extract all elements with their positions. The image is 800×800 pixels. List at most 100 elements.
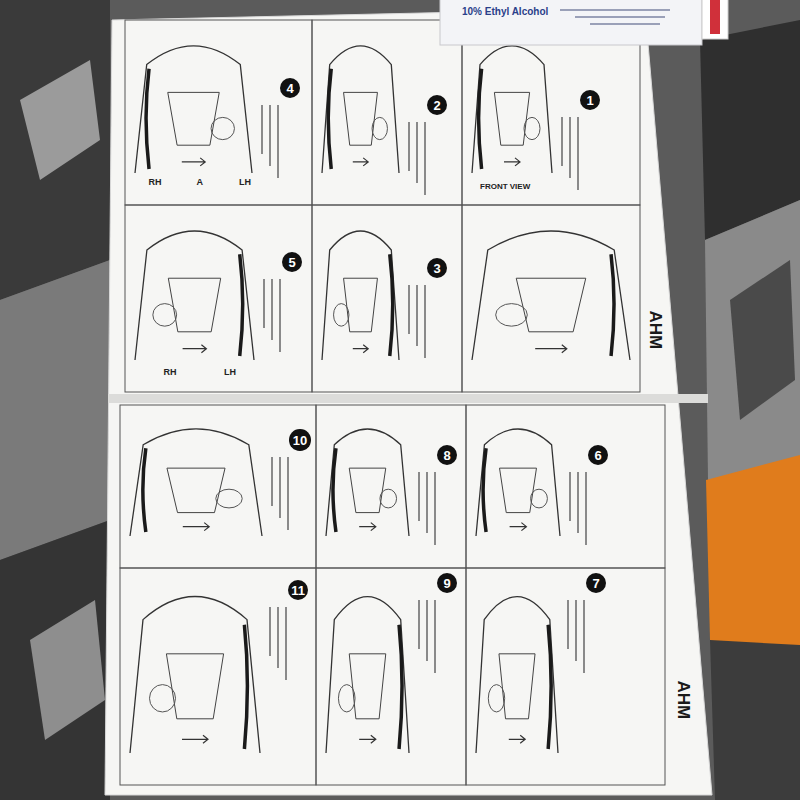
- hand-sketch: [211, 117, 234, 139]
- fabric-patch: [0, 260, 110, 560]
- fabric-patch: [0, 520, 110, 800]
- direction-arrow: [183, 345, 207, 353]
- instruction-text-line: [285, 607, 287, 680]
- label-text: RH: [149, 177, 162, 187]
- step-number-text: 9: [443, 577, 450, 590]
- inner-panel: [494, 92, 529, 145]
- windshield-outline: [326, 429, 409, 536]
- panel-border: [466, 568, 665, 785]
- instruction-text-line: [279, 457, 281, 518]
- label-text: LH: [224, 367, 236, 377]
- label-text: A: [197, 177, 204, 187]
- hand-sketch: [488, 685, 504, 712]
- windshield-outline: [135, 46, 252, 173]
- step-number-text: 4: [286, 82, 293, 95]
- windshield-outline: [322, 231, 399, 360]
- step-number-text: 10: [293, 434, 307, 447]
- foam-tape: [240, 254, 243, 356]
- instruction-text-line: [426, 600, 428, 661]
- instruction-text-line: [269, 607, 271, 656]
- foam-tape: [333, 448, 336, 532]
- panel-border: [316, 568, 466, 785]
- foam-tape: [548, 625, 551, 749]
- step-number: 4: [280, 78, 300, 98]
- hand-sketch: [216, 489, 242, 508]
- foam-tape: [244, 625, 247, 749]
- panel-border: [120, 405, 316, 568]
- step-panel: [312, 205, 462, 392]
- step-number: 7: [586, 573, 606, 593]
- step-number-text: 6: [594, 449, 601, 462]
- instruction-text-line: [424, 122, 426, 195]
- side-label: LH: [224, 367, 236, 377]
- direction-arrow: [509, 735, 525, 743]
- fabric-patch: [30, 600, 105, 740]
- instruction-text-line: [577, 117, 579, 190]
- fabric-patch: [0, 0, 110, 300]
- windshield-outline: [472, 231, 630, 360]
- instruction-text-line: [434, 600, 436, 673]
- step-panel: [125, 20, 312, 205]
- panel-border: [125, 20, 312, 205]
- brand-logo: AHM: [673, 680, 693, 719]
- panel-border: [120, 568, 316, 785]
- instruction-text-line: [585, 472, 587, 545]
- step-number-text: 7: [592, 577, 599, 590]
- instruction-text-line: [277, 607, 279, 668]
- side-label: LH: [239, 177, 251, 187]
- inner-panel: [167, 468, 225, 512]
- step-panel: [316, 568, 466, 785]
- fabric-patch: [730, 260, 795, 420]
- hand-sketch: [496, 304, 528, 327]
- windshield-outline: [476, 429, 560, 536]
- view-label: FRONT VIEW: [480, 182, 530, 191]
- step-number-text: 2: [433, 99, 440, 112]
- windshield-outline: [135, 231, 254, 360]
- direction-arrow: [504, 158, 520, 166]
- instruction-text-line: [426, 472, 428, 533]
- packet-print: [560, 9, 670, 11]
- step-panel: [312, 20, 462, 205]
- instruction-text-line: [263, 279, 265, 328]
- windshield-outline: [326, 597, 409, 753]
- step-panel: [462, 20, 640, 205]
- panel-border: [312, 205, 462, 392]
- foam-tape: [483, 448, 486, 532]
- direction-arrow: [182, 158, 205, 166]
- fabric-patch: [710, 630, 800, 800]
- packet-label: 10% Ethyl Alcohol: [462, 6, 548, 18]
- windshield-outline: [130, 429, 262, 536]
- inner-panel: [344, 278, 378, 332]
- windshield-outline: [322, 46, 399, 173]
- instruction-text-line: [408, 285, 410, 334]
- inner-panel: [349, 654, 386, 719]
- direction-arrow: [183, 523, 209, 531]
- packet-print: [575, 16, 665, 18]
- hand-sketch: [153, 304, 177, 327]
- direction-arrow: [353, 345, 368, 353]
- step-number: 10: [289, 429, 310, 450]
- leaflet-paper: [105, 8, 712, 795]
- fabric-patch: [705, 200, 800, 480]
- instruction-text-line: [577, 472, 579, 533]
- side-label: RH: [164, 367, 177, 377]
- instruction-text-line: [569, 117, 571, 178]
- label-text: 10% Ethyl Alcohol: [462, 6, 548, 17]
- inner-panel: [168, 278, 220, 332]
- panel-border: [466, 405, 665, 568]
- panel-border: [316, 405, 466, 568]
- direction-arrow: [182, 735, 208, 743]
- step-number: 8: [437, 445, 457, 465]
- panel-border: [312, 20, 462, 205]
- step-number: 3: [427, 258, 447, 278]
- label-text: AHM: [646, 310, 665, 349]
- inner-panel: [499, 654, 535, 719]
- instruction-text-line: [416, 285, 418, 346]
- windshield-outline: [130, 597, 260, 753]
- fabric-patch: [20, 60, 100, 180]
- orange-cloth: [706, 455, 800, 645]
- instruction-text-line: [418, 472, 420, 521]
- step-number: 2: [427, 95, 447, 115]
- step-panel: [316, 405, 466, 568]
